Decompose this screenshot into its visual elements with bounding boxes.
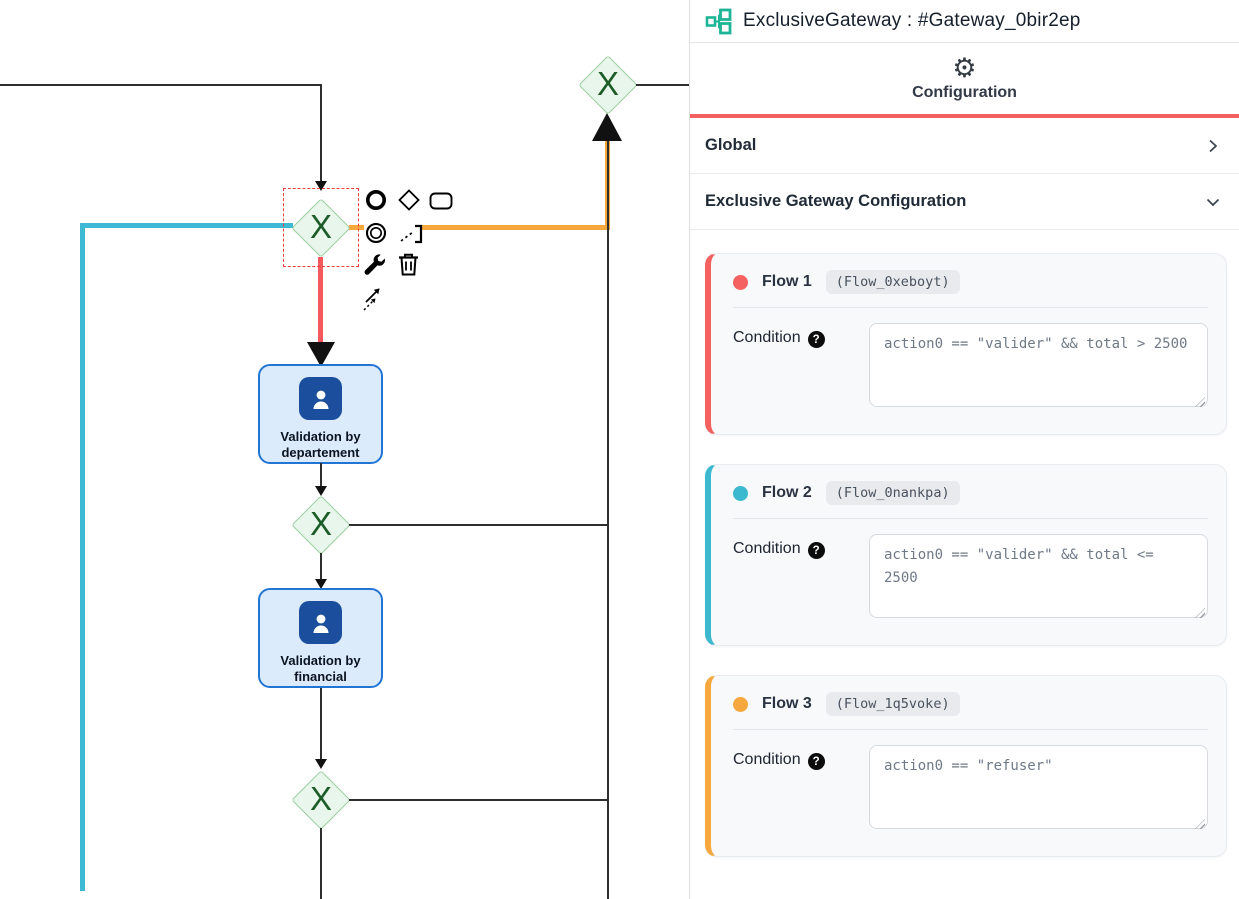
divider [733,729,1208,730]
flow1-segment-vertical[interactable] [318,257,323,343]
task-label: Validation by departement [280,429,361,461]
flow2-segment-vertical[interactable] [80,223,85,891]
flow2-condition-input[interactable]: action0 == "valider" && total <= 2500 [869,534,1208,618]
user-task-validation-departement[interactable]: Validation by departement [258,364,383,464]
gateway-after-departement[interactable]: X [291,495,351,555]
flow3-condition-input[interactable]: action0 == "refuser" [869,745,1208,829]
panel-header: ExclusiveGateway : #Gateway_0bir2ep [690,0,1239,43]
flow3-color-dot [733,696,748,712]
sequence-flow-arrowhead [315,759,327,769]
help-icon[interactable]: ? [807,331,825,348]
user-icon [299,601,342,644]
gateway-exclusive-selected[interactable]: X [291,198,351,258]
flow1-card: Flow 1 (Flow_0xeboyt) Condition ? action… [705,253,1227,435]
flow3-segment-horizontal[interactable] [420,225,610,230]
flow-cards: Flow 1 (Flow_0xeboyt) Condition ? action… [690,227,1239,886]
flow-id-badge: (Flow_1q5voke) [825,692,960,716]
textarea-wrap: action0 == "refuser" [869,745,1208,834]
task-label: Validation by financial [280,653,361,685]
divider [733,518,1208,519]
append-task-icon[interactable] [428,189,454,213]
gateway-x-marker: X [309,208,332,245]
flow-name: Flow 3 [762,695,812,712]
tab-configuration-label: Configuration [912,84,1017,101]
gateway-x-marker: X [309,505,332,542]
sequence-flow-segment[interactable] [320,828,322,899]
flow2-segment-horizontal[interactable] [80,223,293,228]
sequence-flow-segment[interactable] [349,799,609,801]
panel-title: ExclusiveGateway : #Gateway_0bir2ep [743,10,1081,31]
flow1-arrowhead [307,342,335,367]
bpmn-canvas[interactable]: X X [0,0,689,899]
append-end-event-icon[interactable] [364,188,388,212]
append-gateway-icon[interactable] [397,188,421,212]
help-icon[interactable]: ? [807,753,825,770]
sequence-flow-segment[interactable] [320,463,322,488]
wrench-icon[interactable] [362,253,388,279]
sequence-flow-segment[interactable] [607,141,609,899]
flow-name: Flow 1 [762,273,812,290]
gateway-after-financial[interactable]: X [291,770,351,830]
sequence-flow-segment[interactable] [349,524,609,526]
diagram-nodes-icon [705,8,732,34]
trash-icon[interactable] [396,251,421,278]
gateway-x-marker: X [309,780,332,817]
flow-id-badge: (Flow_0nankpa) [825,481,960,505]
textarea-wrap: action0 == "valider" && total > 2500 [869,323,1208,412]
flow2-color-dot [733,485,748,501]
tab-configuration[interactable]: ⚙ Configuration [690,43,1239,118]
flow-id-badge: (Flow_0xeboyt) [825,270,960,294]
gateway-x-marker: X [596,65,619,102]
sequence-flow-segment[interactable] [320,553,322,581]
connect-arrow-icon[interactable] [362,284,390,312]
flow3-card: Flow 3 (Flow_1q5voke) Condition ? action… [705,675,1227,857]
flow1-condition-input[interactable]: action0 == "valider" && total > 2500 [869,323,1208,407]
gear-icon: ⚙ [952,53,977,83]
sequence-flow-segment[interactable] [320,84,322,183]
condition-label: Condition ? [733,745,869,834]
flow2-card: Flow 2 (Flow_0nankpa) Condition ? action… [705,464,1227,646]
sequence-flow-arrowhead [315,486,327,496]
gateway-merge-top[interactable]: X [578,55,638,115]
divider [733,307,1208,308]
condition-label: Condition ? [733,534,869,623]
append-text-annotation-icon[interactable] [399,221,425,247]
flow3-arrowhead [592,113,622,141]
properties-panel: ExclusiveGateway : #Gateway_0bir2ep ⚙ Co… [689,0,1239,899]
chevron-down-icon [1206,198,1220,206]
context-pad [362,188,462,318]
condition-label: Condition ? [733,323,869,412]
sequence-flow-segment[interactable] [320,688,322,761]
flow3-segment-stub[interactable] [349,225,364,230]
textarea-wrap: action0 == "valider" && total <= 2500 [869,534,1208,623]
sequence-flow-segment[interactable] [636,84,689,86]
section-exclusive-gateway-configuration[interactable]: Exclusive Gateway Configuration [690,174,1239,230]
sequence-flow-segment[interactable] [0,84,322,86]
flow-name: Flow 2 [762,484,812,501]
help-icon[interactable]: ? [807,542,825,559]
selection-box [283,188,359,267]
user-icon [299,377,342,420]
append-intermediate-event-icon[interactable] [364,221,388,245]
chevron-right-icon [1209,139,1218,152]
user-task-validation-financial[interactable]: Validation by financial [258,588,383,688]
sequence-flow-arrowhead [315,181,327,191]
section-global[interactable]: Global [690,118,1239,174]
sequence-flow-arrowhead [315,579,327,589]
flow1-color-dot [733,274,748,290]
